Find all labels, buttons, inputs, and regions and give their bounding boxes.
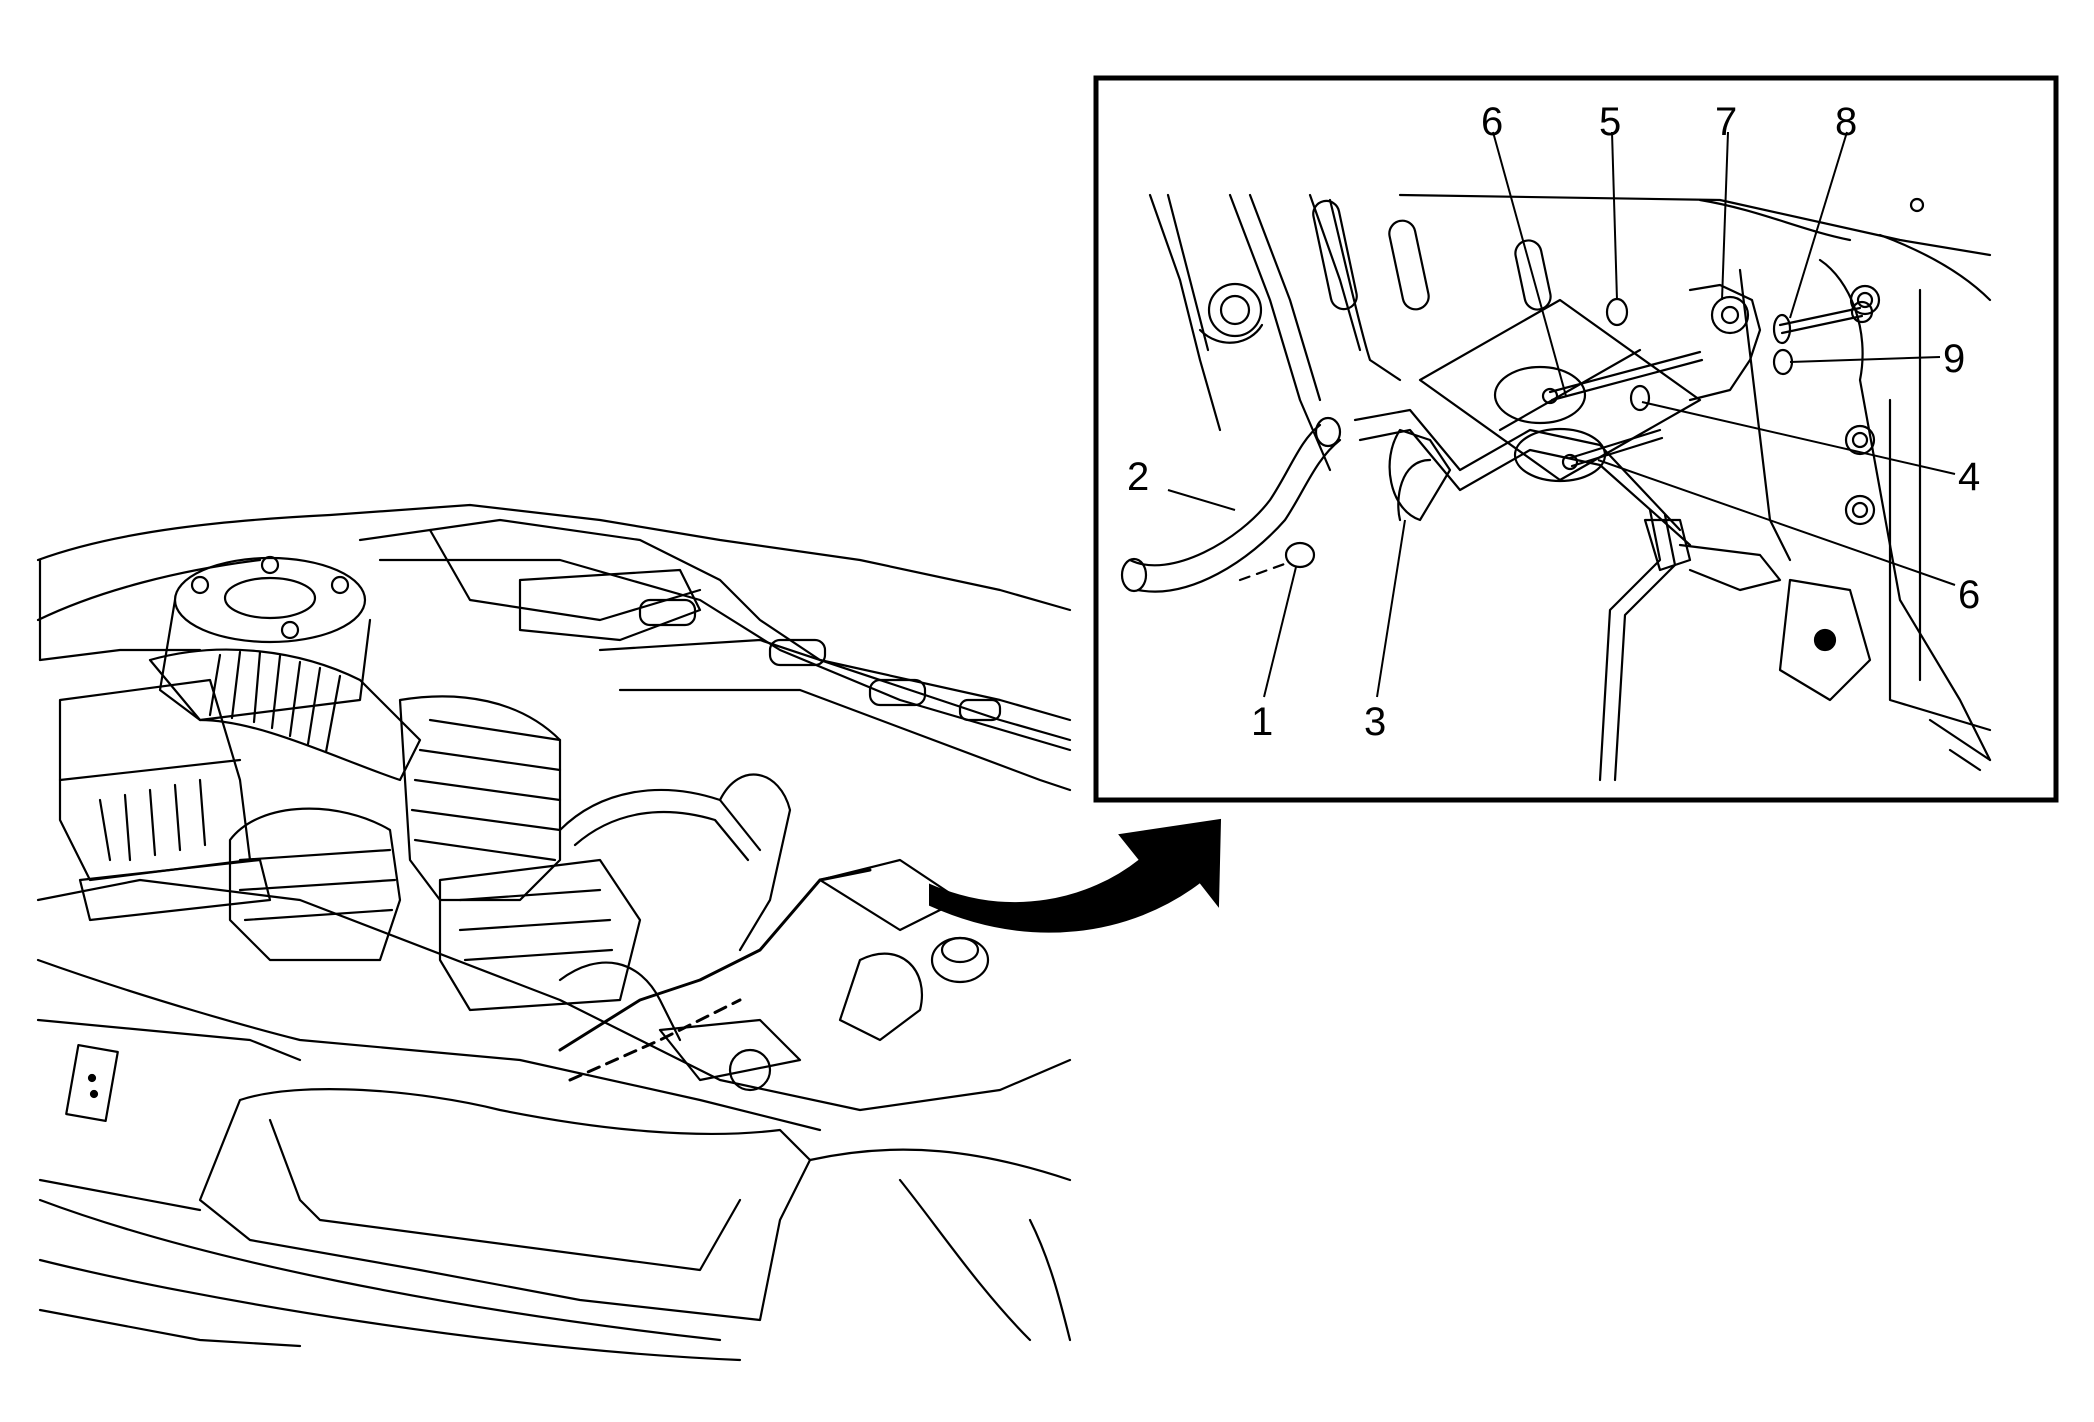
callout-1: 1 (1251, 700, 1273, 744)
callout-4: 4 (1958, 455, 1980, 499)
callout-5: 5 (1599, 100, 1621, 144)
detail-pointer-arrow (929, 818, 1222, 933)
callout-2: 2 (1127, 455, 1149, 499)
callout-3: 3 (1364, 700, 1386, 744)
engine-bay-illustration (36, 503, 1072, 1362)
callout-9: 9 (1943, 337, 1965, 381)
callout-6-upper: 6 (1481, 100, 1503, 144)
detail-illustration (1120, 193, 1992, 782)
callout-labels: 1 2 3 4 5 6 6 7 8 9 (1127, 100, 1980, 744)
detail-inset: 1 2 3 4 5 6 6 7 8 9 (1093, 75, 2059, 803)
callout-leaders (1167, 131, 1956, 698)
callout-7: 7 (1715, 100, 1737, 144)
callout-6-lower: 6 (1958, 573, 1980, 617)
callout-8: 8 (1835, 100, 1857, 144)
